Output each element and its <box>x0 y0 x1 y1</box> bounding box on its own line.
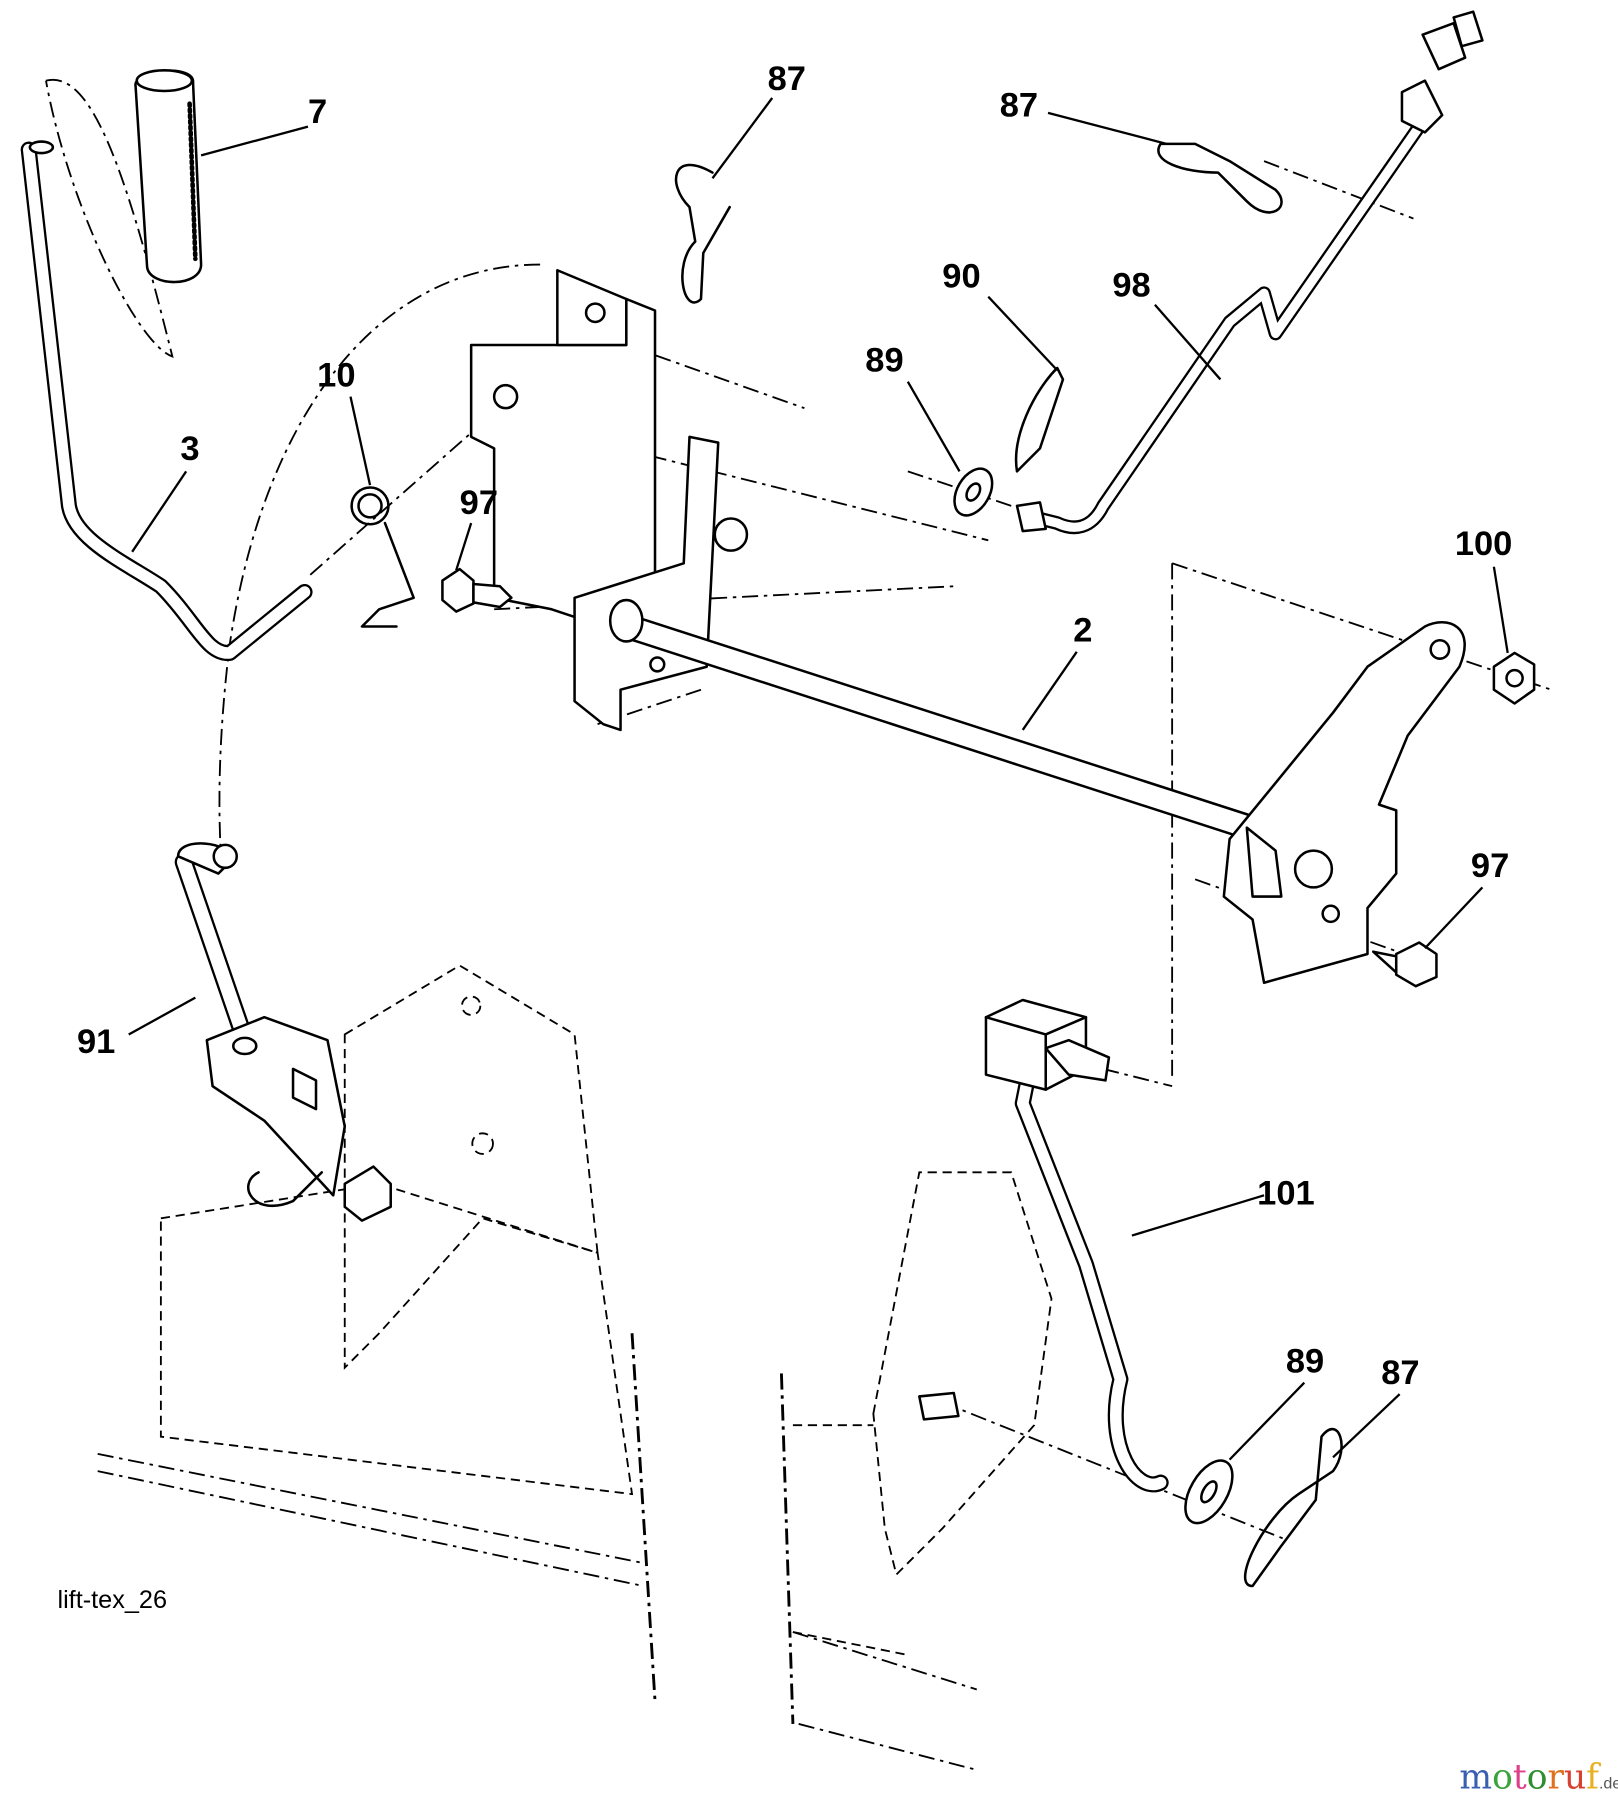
part-89-washer-lower <box>1184 1459 1234 1525</box>
deck-bracket-left <box>159 964 634 1496</box>
deck-bracket-right <box>792 1171 1053 1656</box>
part-87-hair-pin-clip-lower <box>1243 1427 1343 1588</box>
lift-arm-right <box>1222 621 1466 985</box>
leader-lines <box>128 97 1509 1461</box>
phantom-lines <box>45 78 1552 1771</box>
part-91-link <box>174 842 392 1222</box>
part-97-bolt-lower <box>1371 941 1438 988</box>
callout-89-lower: 89 <box>1286 1342 1324 1380</box>
part-90-cotter-pin <box>1014 366 1065 473</box>
svg-text:motoruf.de: motoruf.de <box>1459 1757 1618 1797</box>
diagram-caption: lift-tex_26 <box>57 1586 167 1614</box>
part-7-handle-grip <box>134 69 203 284</box>
callout-7: 7 <box>308 93 327 131</box>
callout-90: 90 <box>942 258 980 296</box>
part-98-rod <box>1015 10 1484 535</box>
part-89-washer-upper <box>953 467 994 517</box>
callout-3: 3 <box>180 430 199 468</box>
callout-100: 100 <box>1455 525 1513 563</box>
callout-98: 98 <box>1112 267 1150 305</box>
callout-101: 101 <box>1257 1175 1315 1213</box>
callout-97-lower: 97 <box>1471 847 1509 885</box>
part-10-spring <box>350 486 415 628</box>
callout-2: 2 <box>1073 611 1092 649</box>
callout-89-upper: 89 <box>865 341 903 379</box>
watermark-logo: motoruf.de <box>1459 1757 1618 1797</box>
part-97-bolt-upper <box>441 567 513 613</box>
callout-10: 10 <box>317 356 355 394</box>
callout-labels: 7 87 87 90 98 89 10 3 97 100 2 97 91 101… <box>77 60 1512 1392</box>
callout-87-clip-upper: 87 <box>768 60 806 98</box>
part-101-rod <box>984 998 1169 1493</box>
callout-87-clip-lower: 87 <box>1381 1354 1419 1392</box>
callout-91: 91 <box>77 1023 115 1061</box>
part-100-nut <box>1492 651 1536 705</box>
callout-87-clip-rod: 87 <box>1000 86 1038 124</box>
callout-97-upper: 97 <box>460 484 498 522</box>
part-3-lift-lever <box>20 140 313 661</box>
part-87-hair-pin-clip-rod <box>1157 142 1283 214</box>
part-87-hair-pin-clip-upper <box>674 163 731 304</box>
